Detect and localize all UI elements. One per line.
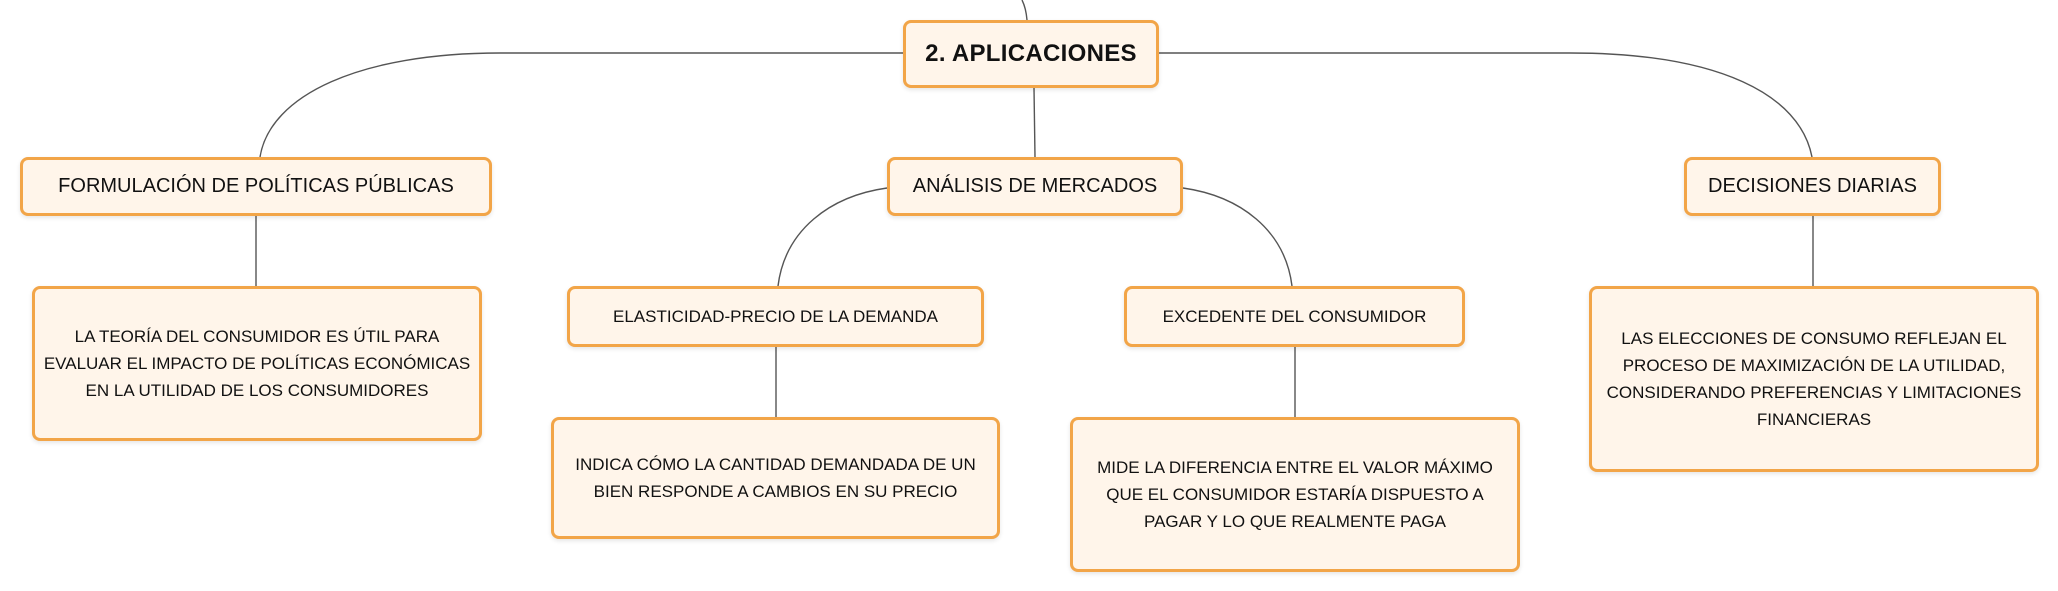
excedente-description-text: MIDE LA DIFERENCIA ENTRE EL VALOR MÁXIMO… bbox=[1097, 458, 1493, 531]
node-elasticidad-precio[interactable]: ELASTICIDAD-PRECIO DE LA DEMANDA bbox=[567, 286, 984, 347]
decisiones-description-text: LAS ELECCIONES DE CONSUMO REFLEJAN EL PR… bbox=[1606, 329, 2022, 429]
root-node[interactable]: 2. APLICACIONES bbox=[903, 20, 1159, 88]
connector-mercados-to-excedente bbox=[1182, 187, 1293, 287]
node-excedente-description[interactable]: MIDE LA DIFERENCIA ENTRE EL VALOR MÁXIMO… bbox=[1070, 417, 1520, 572]
connector-parent-to-root bbox=[1021, 0, 1028, 21]
root-node-label: 2. APLICACIONES bbox=[925, 40, 1137, 67]
node-decisiones-description[interactable]: LAS ELECCIONES DE CONSUMO REFLEJAN EL PR… bbox=[1589, 286, 2039, 472]
node-politicas-publicas-label: FORMULACIÓN DE POLÍTICAS PÚBLICAS bbox=[58, 175, 454, 197]
connector-mercados-to-elasticidad bbox=[777, 187, 888, 287]
node-analisis-mercados[interactable]: ANÁLISIS DE MERCADOS bbox=[887, 157, 1183, 216]
connector-root-to-decisiones bbox=[1159, 52, 1813, 158]
elasticidad-description-text: INDICA CÓMO LA CANTIDAD DEMANDADA DE UN … bbox=[575, 455, 976, 501]
node-decisiones-diarias-label: DECISIONES DIARIAS bbox=[1708, 175, 1917, 197]
node-analisis-mercados-label: ANÁLISIS DE MERCADOS bbox=[912, 175, 1158, 197]
node-decisiones-diarias[interactable]: DECISIONES DIARIAS bbox=[1684, 157, 1941, 216]
node-elasticidad-precio-label: ELASTICIDAD-PRECIO DE LA DEMANDA bbox=[613, 306, 938, 326]
node-politicas-publicas[interactable]: FORMULACIÓN DE POLÍTICAS PÚBLICAS bbox=[20, 157, 492, 216]
connector-root-to-politicas bbox=[259, 52, 903, 158]
node-excedente-consumidor[interactable]: EXCEDENTE DEL CONSUMIDOR bbox=[1124, 286, 1465, 347]
node-elasticidad-description[interactable]: INDICA CÓMO LA CANTIDAD DEMANDADA DE UN … bbox=[551, 417, 1000, 539]
node-excedente-consumidor-label: EXCEDENTE DEL CONSUMIDOR bbox=[1162, 306, 1427, 326]
node-politicas-publicas-description[interactable]: LA TEORÍA DEL CONSUMIDOR ES ÚTIL PARA EV… bbox=[32, 286, 482, 441]
connector-root-to-mercados bbox=[1033, 87, 1036, 158]
politicas-description-text: LA TEORÍA DEL CONSUMIDOR ES ÚTIL PARA EV… bbox=[43, 327, 471, 400]
